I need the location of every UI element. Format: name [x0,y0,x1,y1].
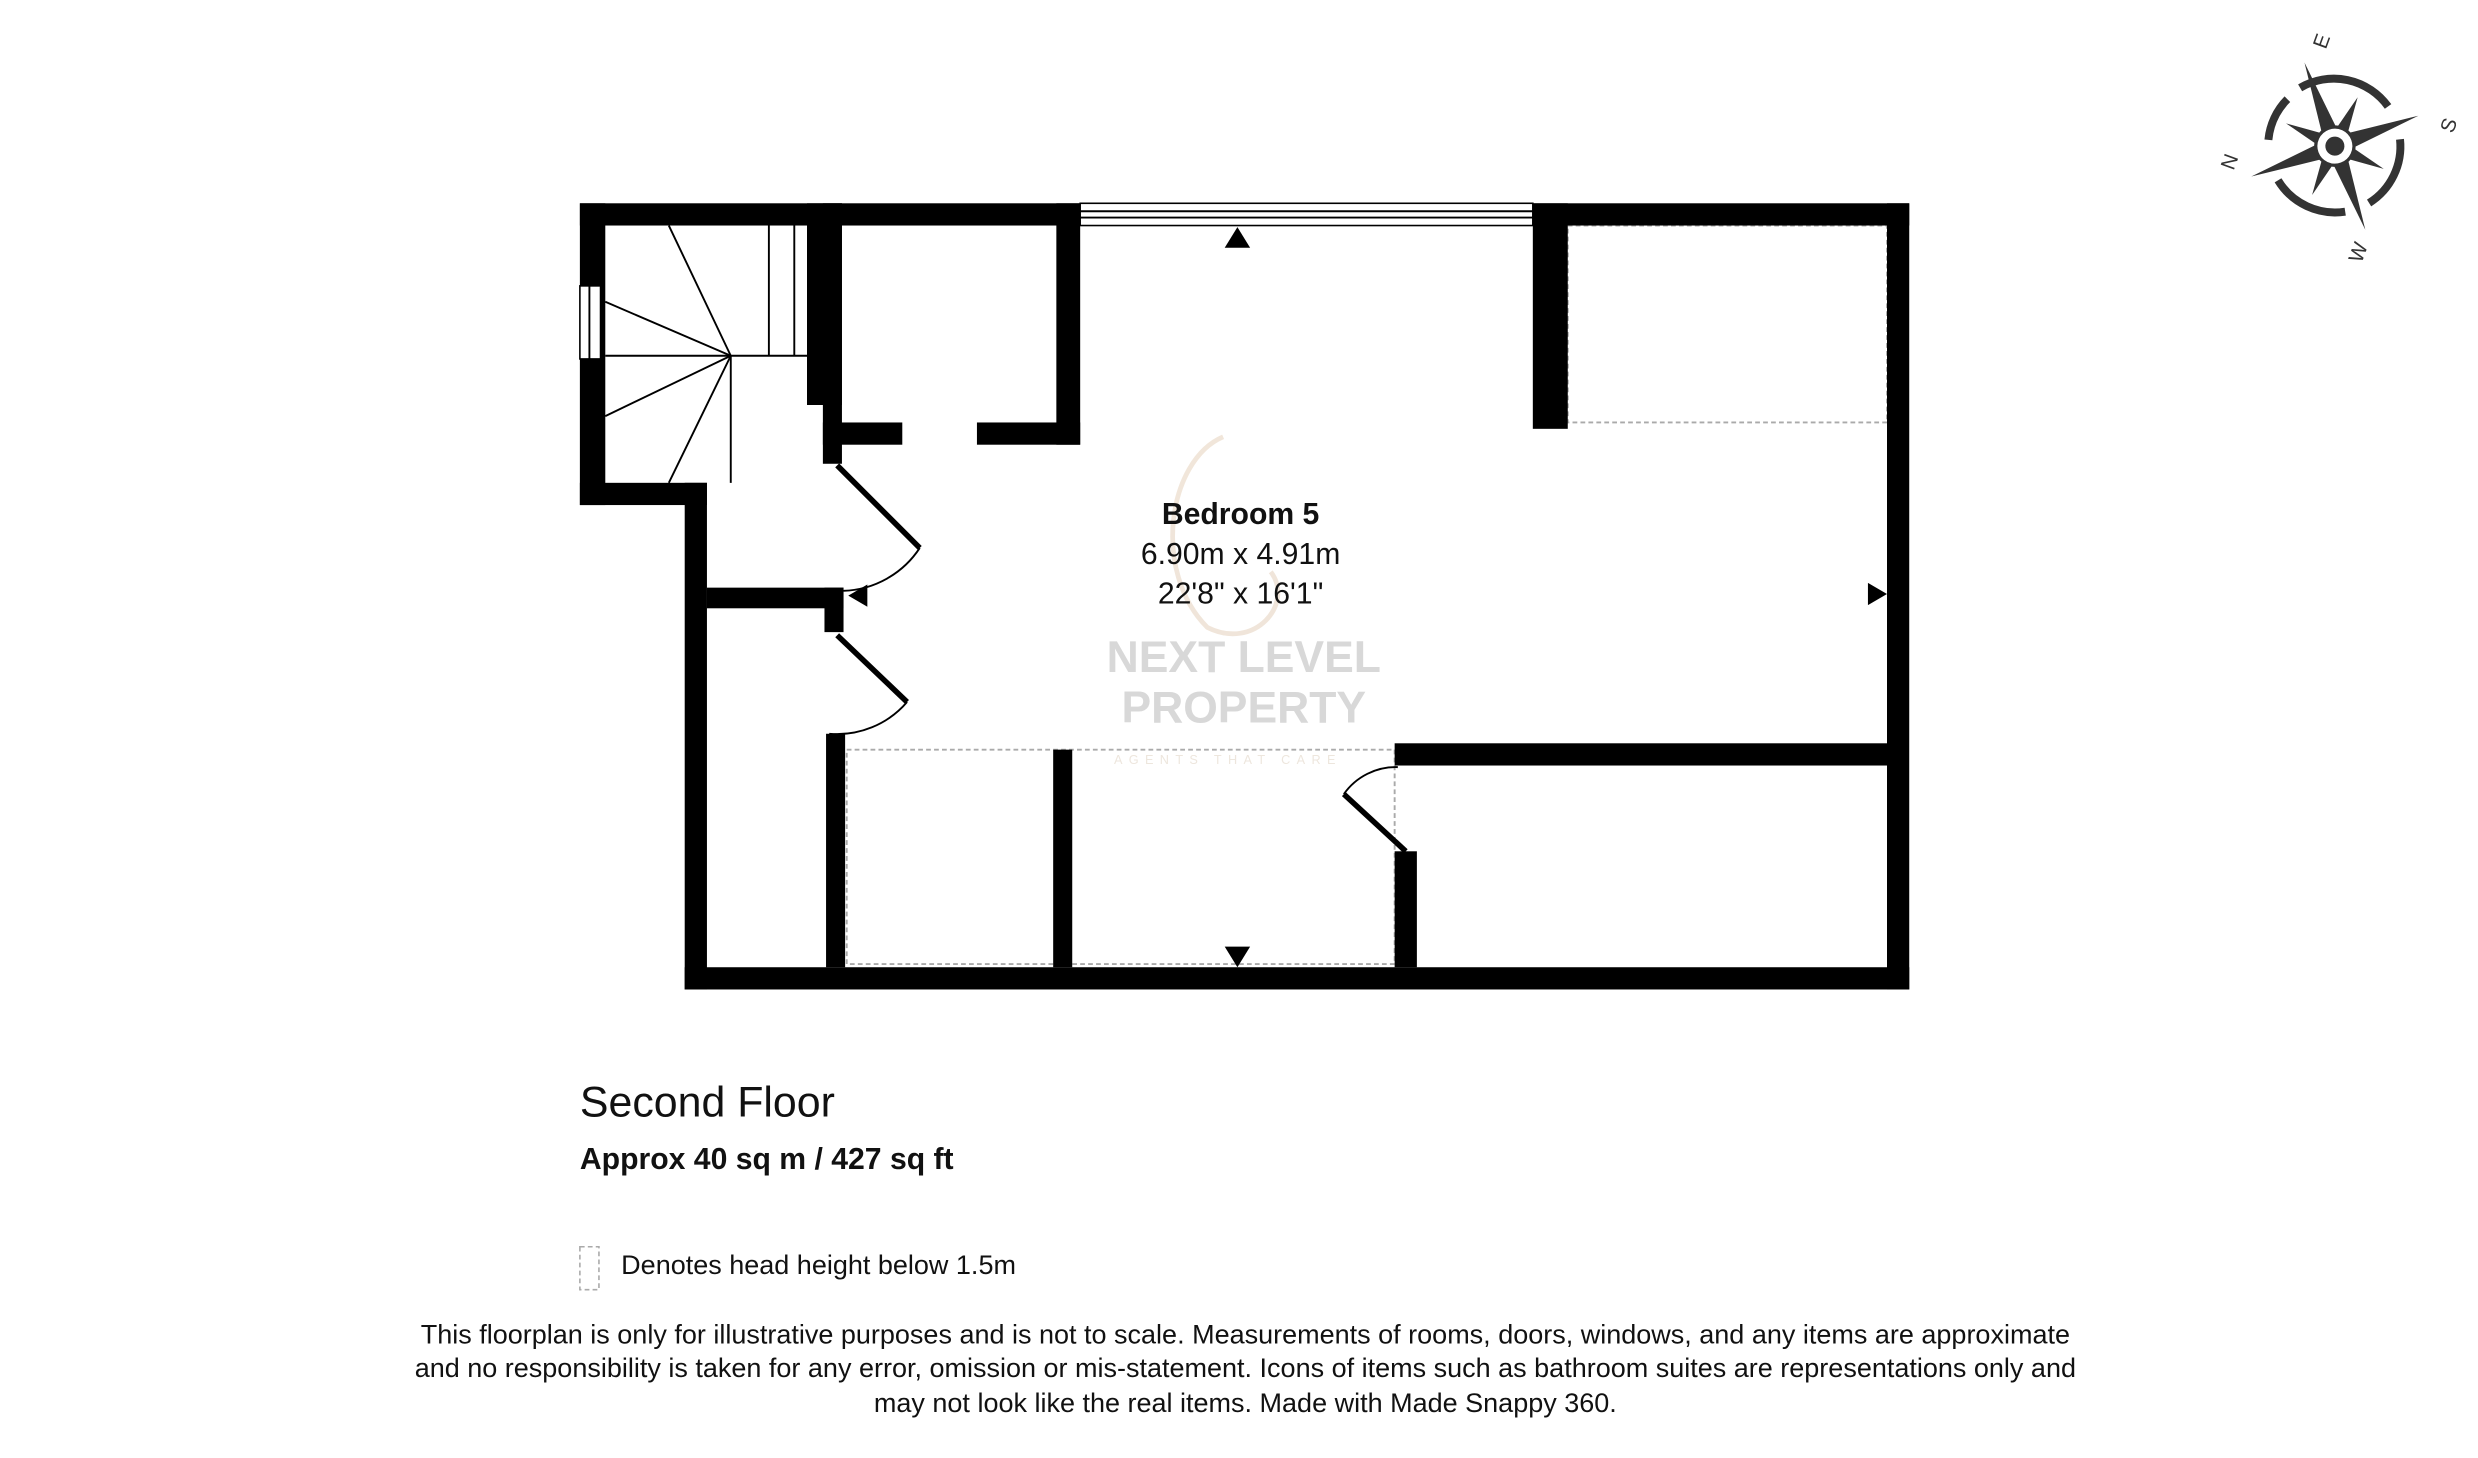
disclaimer-line: and no responsibility is taken for any e… [415,1353,2076,1383]
disclaimer-line: This floorplan is only for illustrative … [421,1320,2070,1350]
legend-text: Denotes head height below 1.5m [621,1250,1016,1280]
staircase [604,225,807,484]
disclaimer-line: may not look like the real items. Made w… [874,1388,1617,1418]
legend-swatch [579,1245,600,1291]
svg-text:PROPERTY: PROPERTY [1121,684,1366,733]
floor-title: Second Floor [580,1079,835,1127]
room-size-imperial: 22'8" x 16'1" [1158,578,1323,611]
walls [579,203,1910,990]
watermark: NEXT LEVEL PROPERTY AGENTS THAT CARE [1107,434,1381,767]
window [579,202,1534,360]
direction-arrows [848,227,1887,968]
room-size-metric: 6.90m x 4.91m [1141,538,1340,571]
arrow-down-icon [1224,946,1251,968]
compass-s: S [2436,115,2462,136]
svg-text:NEXT LEVEL: NEXT LEVEL [1107,633,1381,682]
low-headroom-zone [1566,224,1888,424]
svg-text:AGENTS THAT CARE: AGENTS THAT CARE [1114,753,1342,767]
compass-w: W [2344,239,2372,266]
room-name: Bedroom 5 [1162,498,1320,531]
floor-area: Approx 40 sq m / 427 sq ft [580,1143,954,1176]
doors [829,463,1408,854]
arrow-left-icon [848,584,868,607]
compass-icon [2251,62,2419,230]
compass-n: N [2217,151,2244,173]
arrow-up-icon [1224,227,1251,248]
arrow-right-icon [1867,582,1887,606]
low-headroom-zone [845,748,1396,966]
compass-e: E [2309,31,2335,52]
